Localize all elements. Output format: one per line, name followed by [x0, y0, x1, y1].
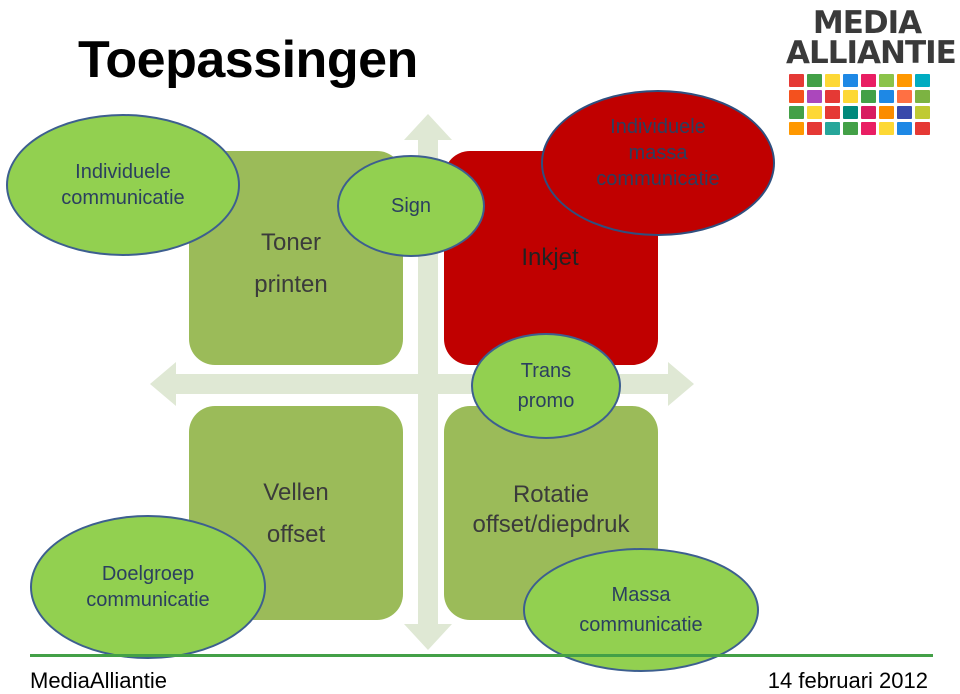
logo-tile — [807, 122, 822, 135]
logo-tile-grid — [789, 74, 948, 135]
ellipse-individuele-communicatie: Individuele communicatie — [6, 114, 240, 256]
logo-tile — [897, 122, 912, 135]
logo-tile — [843, 90, 858, 103]
logo-tile — [915, 122, 930, 135]
ellipse-label-line: promo — [517, 390, 575, 412]
ellipse-label-line: Doelgroep — [101, 563, 195, 585]
logo-tile — [843, 106, 858, 119]
footer-organization: MediaAlliantie — [30, 668, 167, 693]
logo-line1: MEDIA — [812, 5, 922, 41]
ellipse-label-line: Individuele — [610, 116, 706, 138]
ellipse-label-line: communicatie — [596, 168, 720, 190]
ellipse-label-line: Individuele — [75, 161, 171, 183]
logo-tile — [825, 122, 840, 135]
quadrant-label-line: offset — [266, 521, 326, 548]
logo-tile — [861, 106, 876, 119]
footer-date: 14 februari 2012 — [767, 668, 928, 693]
ellipse-sign: Sign — [337, 155, 485, 257]
ellipse-label-line: communicatie — [86, 589, 210, 611]
ellipse-label-line: Massa — [611, 584, 671, 606]
logo-tile — [879, 90, 894, 103]
ellipse-label-line: communicatie — [579, 614, 703, 636]
ellipse-label-line: massa — [628, 142, 688, 164]
logo-tile — [915, 106, 930, 119]
logo-tile — [861, 90, 876, 103]
logo-tile — [807, 90, 822, 103]
logo-tile — [915, 90, 930, 103]
logo-tile — [843, 122, 858, 135]
quadrant-label-line: Inkjet — [521, 244, 579, 271]
logo-tile — [915, 74, 930, 87]
quadrant-label-line: Rotatie — [512, 481, 590, 508]
logo-tile — [879, 74, 894, 87]
ellipse-massa-communicatie: Massa communicatie — [523, 548, 759, 672]
logo-tile — [789, 90, 804, 103]
horizontal-axis-arrow — [150, 362, 694, 406]
ellipse-label-line: communicatie — [61, 187, 185, 209]
page-title: Toepassingen — [78, 31, 418, 89]
ellipse-doelgroep-communicatie: Doelgroep communicatie — [30, 515, 266, 659]
quadrant-label-line: Vellen — [263, 479, 329, 506]
logo-tile — [861, 122, 876, 135]
logo-tile — [897, 106, 912, 119]
logo-tile — [843, 74, 858, 87]
ellipse-label-line: Sign — [390, 195, 432, 217]
quadrant-label-line: printen — [254, 271, 328, 298]
logo-tile — [789, 74, 804, 87]
logo-tile — [789, 106, 804, 119]
footer-divider — [30, 654, 933, 657]
media-alliantie-logo: MEDIA ALLIANTIE — [786, 5, 957, 150]
ellipse-label-line: Trans — [520, 360, 572, 382]
ellipse-trans-promo: Trans promo — [471, 333, 621, 439]
logo-tile — [789, 122, 804, 135]
logo-tile — [879, 122, 894, 135]
quadrant-label-line: Toner — [260, 229, 322, 256]
ellipse-individuele-massa-communicatie: Individuele massa communicatie — [541, 90, 775, 236]
logo-tile — [861, 74, 876, 87]
logo-tile — [825, 90, 840, 103]
logo-tile — [807, 106, 822, 119]
logo-tile — [825, 106, 840, 119]
logo-tile — [897, 90, 912, 103]
logo-line2: ALLIANTIE — [786, 35, 957, 71]
logo-tile — [879, 106, 894, 119]
logo-tile — [825, 74, 840, 87]
logo-tile — [897, 74, 912, 87]
logo-tile — [807, 74, 822, 87]
quadrant-label-line: offset/diepdruk — [472, 511, 630, 538]
